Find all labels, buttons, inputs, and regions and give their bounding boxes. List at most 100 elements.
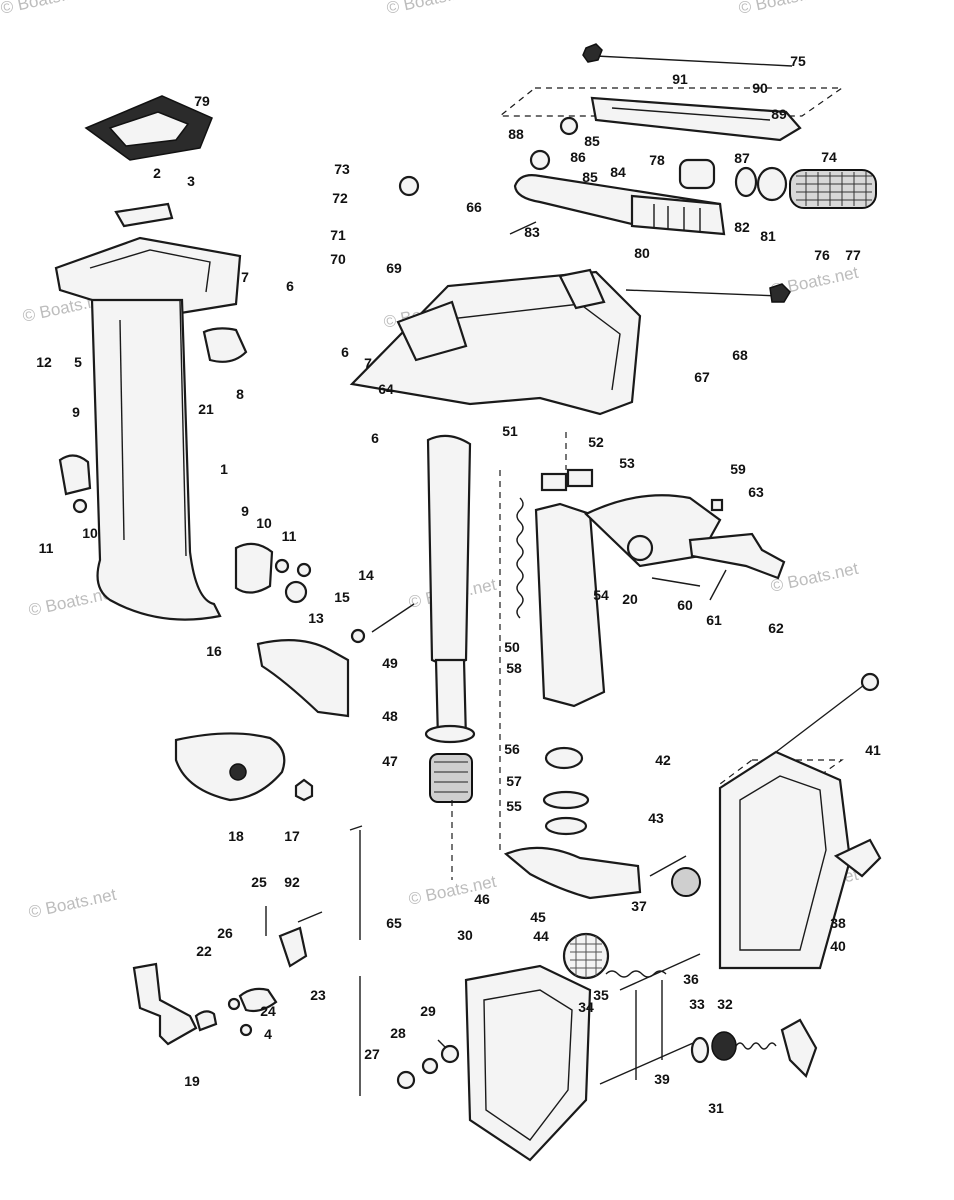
callout-number: 33 [689, 996, 705, 1012]
callout-number: 2 [153, 165, 161, 181]
callout-number: 81 [760, 228, 776, 244]
callout-number: 75 [790, 53, 806, 69]
stern-bracket-assembly [396, 672, 882, 1162]
callout-number: 4 [264, 1026, 272, 1042]
callout-number: 48 [382, 708, 398, 724]
callout-number: 18 [228, 828, 244, 844]
roller [671, 867, 701, 897]
callout-number: 7 [241, 269, 249, 285]
callout-number: 41 [865, 742, 881, 758]
callout-number: 25 [251, 874, 267, 890]
callout-number: 79 [194, 93, 210, 109]
callout-number: 74 [821, 149, 837, 165]
callout-number: 42 [655, 752, 671, 768]
callout-number: 23 [310, 987, 326, 1003]
callout-number: 17 [284, 828, 300, 844]
callout-number: 6 [341, 344, 349, 360]
callout-number: 82 [734, 219, 750, 235]
callout-number: 83 [524, 224, 540, 240]
callout-number: 16 [206, 643, 222, 659]
callout-number: 53 [619, 455, 635, 471]
swivel-bracket-assembly [349, 268, 786, 1096]
callout-number: 31 [708, 1100, 724, 1116]
callout-number: 56 [504, 741, 520, 757]
callout-number: 61 [706, 612, 722, 628]
watermark-text: © Boats.net [737, 0, 828, 18]
callout-number: 39 [654, 1071, 670, 1087]
callout-number: 34 [578, 999, 594, 1015]
callout-number: 21 [198, 401, 214, 417]
callout-number: 88 [508, 126, 524, 142]
callout-number: 59 [730, 461, 746, 477]
callout-number: 90 [752, 80, 768, 96]
callout-number: 9 [72, 404, 80, 420]
callout-number: 8 [236, 386, 244, 402]
callout-number: 78 [649, 152, 665, 168]
callout-number: 77 [845, 247, 861, 263]
callout-number: 62 [768, 620, 784, 636]
callout-number: 65 [386, 915, 402, 931]
bushing [429, 753, 473, 803]
callout-number: 15 [334, 589, 350, 605]
exhaust-housing-assembly [54, 95, 415, 1046]
callout-number: 57 [506, 773, 522, 789]
callout-number: 46 [474, 891, 490, 907]
callout-number: 89 [771, 106, 787, 122]
callout-number: 24 [260, 1003, 276, 1019]
callout-number: 3 [187, 173, 195, 189]
callout-number: 87 [734, 150, 750, 166]
callout-number: 43 [648, 810, 664, 826]
callout-number: 7 [364, 355, 372, 371]
callout-number: 26 [217, 925, 233, 941]
callout-number: 84 [610, 164, 626, 180]
watermark-text: © Boats.net [0, 0, 90, 18]
callout-number: 86 [570, 149, 586, 165]
callout-number: 63 [748, 484, 764, 500]
callout-number: 45 [530, 909, 546, 925]
callout-number: 14 [358, 567, 374, 583]
callout-number: 85 [584, 133, 600, 149]
callout-number: 80 [634, 245, 650, 261]
watermark-text: © Boats.net [27, 885, 118, 922]
callout-number: 20 [622, 591, 638, 607]
callout-number: 52 [588, 434, 604, 450]
steering-handle-assembly [398, 43, 877, 303]
callout-number: 30 [457, 927, 473, 943]
callout-number: 10 [82, 525, 98, 541]
callout-number: 6 [286, 278, 294, 294]
watermark-text: © Boats.net [385, 0, 476, 18]
callout-number: 64 [378, 381, 394, 397]
callout-number: 68 [732, 347, 748, 363]
callout-number: 72 [332, 190, 348, 206]
callout-number: 40 [830, 938, 846, 954]
callout-number: 9 [241, 503, 249, 519]
callout-number: 27 [364, 1046, 380, 1062]
callout-number: 11 [282, 528, 297, 544]
callout-number: 12 [36, 354, 52, 370]
callout-number: 91 [672, 71, 688, 87]
callout-number: 55 [506, 798, 522, 814]
callout-number: 51 [502, 423, 518, 439]
callout-number: 1 [220, 461, 228, 477]
callout-number: 54 [593, 587, 609, 603]
callout-number: 92 [284, 874, 300, 890]
callout-number: 35 [593, 987, 609, 1003]
callout-number: 44 [533, 928, 549, 944]
callout-number: 60 [677, 597, 693, 613]
callout-number: 36 [683, 971, 699, 987]
callout-number: 38 [830, 915, 846, 931]
callout-number: 49 [382, 655, 398, 671]
callout-number: 67 [694, 369, 710, 385]
callout-number: 70 [330, 251, 346, 267]
callout-number: 71 [330, 227, 346, 243]
callout-number: 29 [420, 1003, 436, 1019]
callout-number: 58 [506, 660, 522, 676]
callout-number: 76 [814, 247, 830, 263]
callout-number: 28 [390, 1025, 406, 1041]
callout-number: 19 [184, 1073, 200, 1089]
callout-number: 10 [256, 515, 272, 531]
callout-number: 73 [334, 161, 350, 177]
callout-number: 6 [371, 430, 379, 446]
